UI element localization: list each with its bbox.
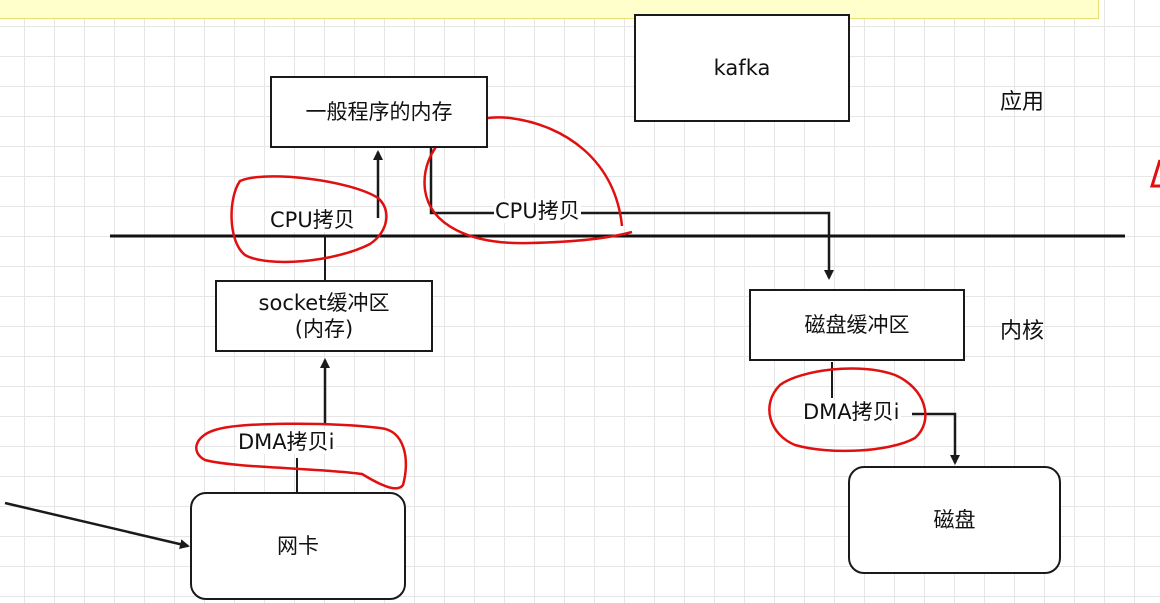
disk-buffer-label: 磁盘缓冲区 xyxy=(804,313,910,337)
red-circle-cpu-right xyxy=(423,116,633,245)
dma-copy-to-disk-arrow xyxy=(912,412,960,465)
socket-buffer-sublabel: (内存) xyxy=(294,317,354,341)
dma-copy-label-left: DMA拷贝i xyxy=(237,430,336,454)
disk-label: 磁盘 xyxy=(933,508,976,532)
dma-copy-label-right: DMA拷贝i xyxy=(802,400,901,424)
kafka-box: kafka xyxy=(634,14,850,122)
cpu-copy-label-right: CPU拷贝 xyxy=(494,199,581,223)
incoming-arrow xyxy=(4,501,190,550)
kafka-label: kafka xyxy=(713,56,771,80)
red-circle-dma-left xyxy=(195,422,408,490)
red-mark-edge xyxy=(1149,159,1160,188)
app-memory-label: 一般程序的内存 xyxy=(305,100,453,124)
red-circle-cpu-left xyxy=(230,175,388,264)
red-circle-dma-right xyxy=(768,367,927,453)
application-layer-label: 应用 xyxy=(1000,90,1045,115)
disk-box: 磁盘 xyxy=(848,466,1061,574)
cpu-copy-to-disk-arrow xyxy=(429,148,834,280)
app-memory-box: 一般程序的内存 xyxy=(270,76,488,148)
socket-buffer-label: socket缓冲区 xyxy=(258,291,390,315)
cpu-copy-label-left: CPU拷贝 xyxy=(269,208,356,232)
nic-box: 网卡 xyxy=(190,492,406,600)
socket-buffer-box: socket缓冲区 (内存) xyxy=(215,280,433,352)
disk-buffer-box: 磁盘缓冲区 xyxy=(749,289,965,361)
kernel-layer-label: 内核 xyxy=(1000,319,1045,344)
nic-label: 网卡 xyxy=(277,534,319,558)
